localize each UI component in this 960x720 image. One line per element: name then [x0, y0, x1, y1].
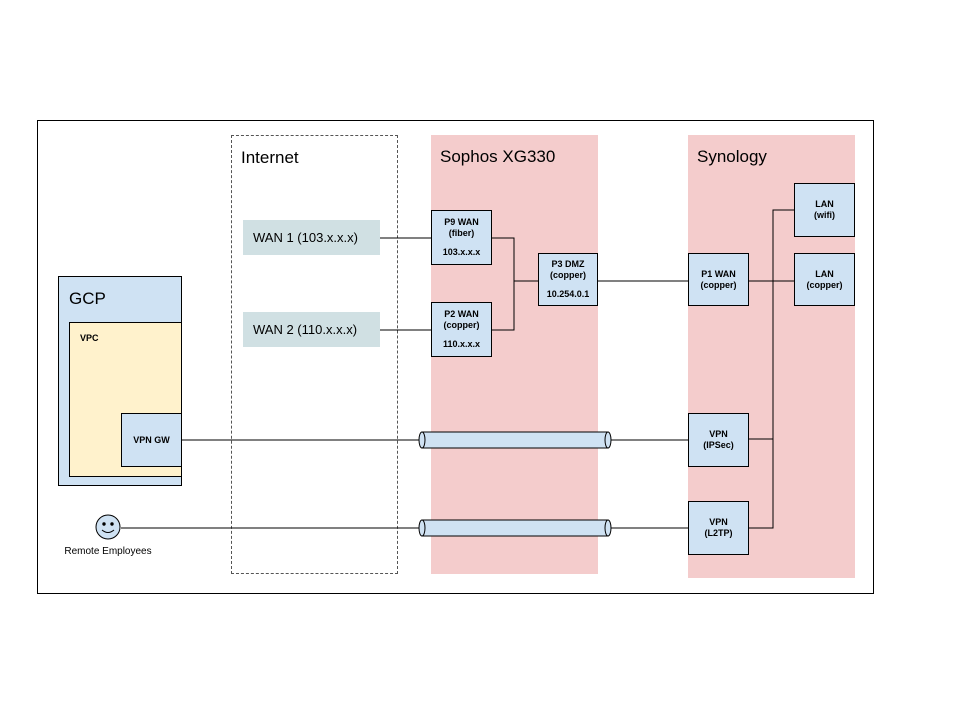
p9-ip: 103.x.x.x: [442, 247, 481, 257]
p3-medium: (copper): [550, 270, 586, 280]
synology-zone-title: Synology: [697, 147, 767, 166]
wan2-link: WAN 2 (110.x.x.x): [243, 312, 380, 347]
vpn-gw-node: VPN GW: [121, 413, 182, 467]
vpn-tunnel-cylinder-icon: [418, 519, 612, 537]
p9-name: P9 WAN: [444, 217, 479, 227]
lan-copper-name: LAN: [815, 268, 834, 279]
synology-lan-wifi: LAN (wifi): [794, 183, 855, 237]
synology-vpn-l2tp: VPN (L2TP): [688, 501, 749, 555]
wire-vpn-l2tp: [749, 439, 774, 529]
p1-name: P1 WAN: [701, 268, 736, 279]
synology-lan-copper: LAN (copper): [794, 253, 855, 306]
internet-zone: Internet: [231, 135, 398, 574]
p2-ip: 110.x.x.x: [442, 339, 481, 349]
vpn-tunnel-cylinder-icon: [418, 431, 612, 449]
p1-medium: (copper): [700, 279, 737, 290]
smiley-face-icon: [95, 514, 121, 540]
vpn-l2tp-name: VPN: [709, 517, 728, 527]
p3-name: P3 DMZ: [551, 259, 585, 269]
sophos-p9-port: P9 WAN (fiber) 103.x.x.x: [431, 210, 492, 265]
wan1-label: WAN 1 (103.x.x.x): [253, 230, 358, 245]
vpn-l2tp-medium: (L2TP): [704, 528, 733, 538]
vpn-ipsec-name: VPN: [709, 429, 728, 439]
p2-name: P2 WAN: [444, 309, 479, 319]
wan1-link: WAN 1 (103.x.x.x): [243, 220, 380, 255]
sophos-p3-port: P3 DMZ (copper) 10.254.0.1: [538, 253, 598, 306]
wan2-label: WAN 2 (110.x.x.x): [253, 322, 358, 337]
lan-copper-medium: (copper): [806, 279, 843, 290]
synology-vpn-ipsec: VPN (IPSec): [688, 413, 749, 467]
vpn-gw-label: VPN GW: [133, 434, 170, 445]
p2-medium: (copper): [443, 320, 480, 330]
p9-medium: (fiber): [448, 228, 475, 238]
internet-zone-title: Internet: [241, 148, 299, 167]
synology-p1-port: P1 WAN (copper): [688, 253, 749, 306]
diagram-frame: [37, 120, 874, 594]
lan-wifi-name: LAN: [815, 199, 834, 209]
vpc-title: VPC: [80, 333, 99, 343]
wire-p1-vpn-ipsec: [749, 281, 774, 440]
vpn-ipsec-medium: (IPSec): [703, 440, 734, 450]
p3-ip: 10.254.0.1: [546, 289, 590, 299]
remote-employees-label: Remote Employees: [64, 546, 152, 557]
lan-wifi-medium: (wifi): [814, 210, 835, 220]
gcp-title: GCP: [69, 289, 106, 308]
wire-p9-p2-bus: [492, 237, 515, 331]
wire-p1-lan-wifi: [772, 209, 794, 281]
sophos-zone-title: Sophos XG330: [440, 147, 556, 166]
sophos-p2-port: P2 WAN (copper) 110.x.x.x: [431, 302, 492, 357]
